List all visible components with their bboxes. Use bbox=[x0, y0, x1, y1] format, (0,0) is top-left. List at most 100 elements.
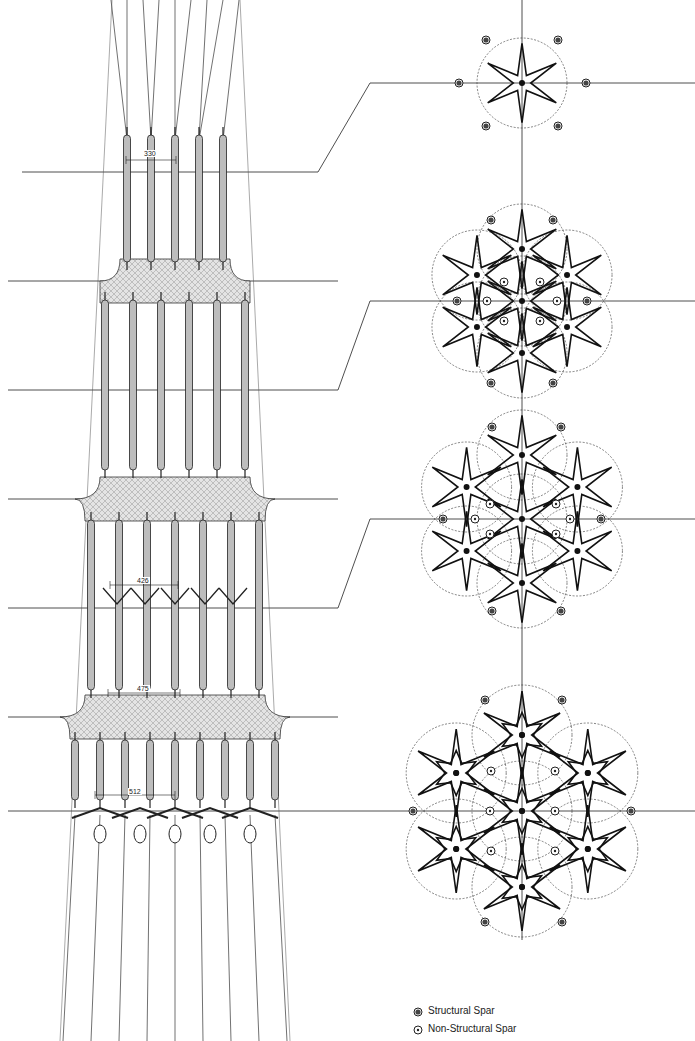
spar-ring bbox=[453, 297, 461, 305]
section-line bbox=[22, 172, 318, 173]
rod-joint bbox=[74, 800, 75, 808]
spar-rod bbox=[256, 520, 263, 690]
rod-joint bbox=[199, 800, 200, 808]
spar-ring bbox=[536, 278, 544, 286]
non-structural-spar bbox=[503, 281, 505, 283]
hub bbox=[453, 846, 459, 852]
chevron-strut bbox=[219, 588, 247, 604]
structural-spar bbox=[483, 37, 488, 42]
rod-joint bbox=[244, 292, 245, 300]
rod-joint bbox=[132, 292, 133, 300]
spar-ring bbox=[481, 696, 489, 704]
rod-joint bbox=[258, 512, 259, 520]
non-structural-spar bbox=[556, 300, 558, 302]
spar-ring bbox=[487, 767, 495, 775]
cable bbox=[151, 0, 159, 140]
spar-ring bbox=[488, 607, 496, 615]
cable bbox=[200, 815, 203, 1041]
structural-spar bbox=[550, 217, 555, 222]
rod-joint bbox=[274, 732, 275, 740]
unit-circle bbox=[406, 723, 506, 823]
cable bbox=[111, 0, 127, 140]
rod-joint bbox=[199, 732, 200, 740]
rod-joint bbox=[124, 732, 125, 740]
unit-circle bbox=[532, 506, 622, 596]
rod-joint bbox=[249, 732, 250, 740]
cable bbox=[175, 0, 176, 140]
cable bbox=[147, 815, 150, 1041]
unit-circle bbox=[432, 282, 522, 372]
rod-joint bbox=[99, 800, 100, 808]
spar-ring bbox=[558, 918, 566, 926]
unit-circle bbox=[477, 308, 567, 398]
rod-joint bbox=[149, 732, 150, 740]
star-frame bbox=[503, 789, 542, 834]
spar-ring bbox=[455, 79, 463, 87]
spar-ring bbox=[471, 515, 479, 523]
rod-joint bbox=[118, 512, 119, 520]
rod-joint bbox=[202, 690, 203, 698]
structural-spar bbox=[555, 123, 560, 128]
legend-dot bbox=[417, 1029, 419, 1031]
spar-ring bbox=[558, 696, 566, 704]
spar-ring bbox=[554, 122, 562, 130]
rod-joint bbox=[249, 800, 250, 808]
spar-ring bbox=[486, 530, 494, 538]
hub bbox=[585, 846, 591, 852]
spar-rod bbox=[102, 300, 109, 470]
spar-ring bbox=[483, 297, 491, 305]
structural-spar bbox=[488, 380, 493, 385]
star-frame bbox=[503, 865, 542, 910]
rod-joint bbox=[74, 732, 75, 740]
structural-spar bbox=[489, 608, 494, 613]
cable bbox=[199, 0, 223, 140]
structural-spar bbox=[482, 919, 487, 924]
rod-joint bbox=[258, 690, 259, 698]
cable bbox=[199, 0, 207, 140]
spar-rod bbox=[247, 740, 254, 800]
hub bbox=[474, 272, 480, 278]
non-structural-spar bbox=[569, 518, 571, 520]
non-structural-spar bbox=[555, 533, 557, 535]
hub bbox=[574, 484, 580, 490]
rod-joint bbox=[174, 512, 175, 520]
spar-rod bbox=[72, 740, 79, 800]
unit-circle bbox=[477, 256, 567, 346]
non-structural-spar bbox=[490, 850, 492, 852]
unit-circle bbox=[522, 282, 612, 372]
rod-joint bbox=[202, 512, 203, 520]
spar-ring bbox=[583, 297, 591, 305]
dimension-label: 426 bbox=[136, 577, 150, 584]
dimension-label: 475 bbox=[136, 685, 150, 692]
hub bbox=[519, 516, 525, 522]
dimension-line bbox=[126, 160, 176, 161]
dimension-tick bbox=[108, 689, 109, 697]
spar-ring bbox=[554, 36, 562, 44]
spar-ring bbox=[551, 767, 559, 775]
rod-joint bbox=[132, 470, 133, 478]
star-frame bbox=[533, 235, 602, 314]
plan-axis bbox=[522, 0, 523, 940]
star-frame bbox=[418, 729, 494, 817]
star-frame bbox=[484, 691, 560, 779]
non-structural-spar bbox=[489, 810, 491, 812]
rod-joint bbox=[244, 470, 245, 478]
non-structural-spar bbox=[555, 503, 557, 505]
spar-rod bbox=[200, 520, 207, 690]
spar-rod bbox=[144, 520, 151, 690]
rod-joint bbox=[216, 470, 217, 478]
hub bbox=[585, 846, 591, 852]
cable bbox=[127, 0, 128, 140]
spar-ring bbox=[482, 36, 490, 44]
star-frame bbox=[437, 751, 476, 796]
hub bbox=[585, 770, 591, 776]
rod-joint bbox=[174, 690, 175, 698]
spar-rod bbox=[197, 740, 204, 800]
hub bbox=[519, 452, 525, 458]
unit-circle bbox=[477, 204, 567, 294]
spar-ring bbox=[557, 423, 565, 431]
leader-line bbox=[318, 83, 695, 172]
rod-joint bbox=[150, 262, 151, 270]
chevron-strut bbox=[191, 588, 219, 604]
